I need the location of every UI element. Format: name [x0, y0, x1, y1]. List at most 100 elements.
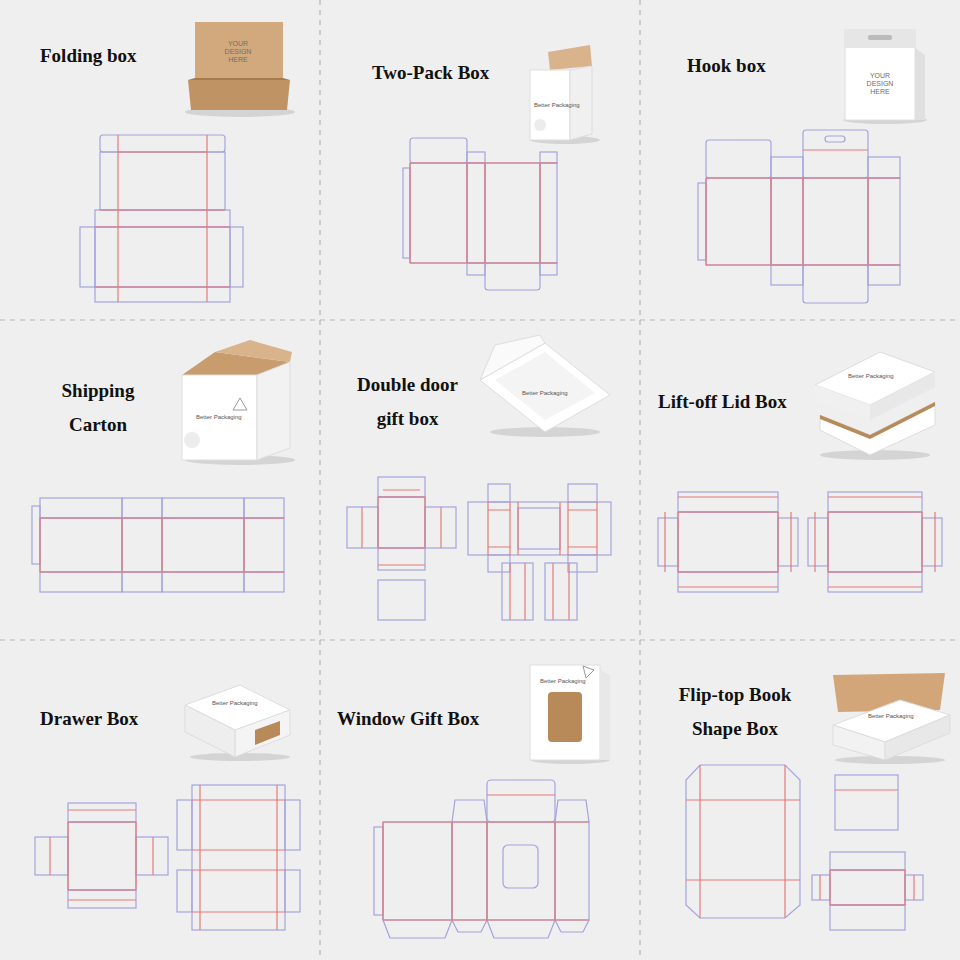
brand-mark: Better Packaging	[540, 678, 586, 685]
shipping-carton-dieline-part	[162, 498, 244, 518]
window-gift-box-dieline-part	[383, 795, 589, 920]
double-door-box-dieline-part	[488, 484, 510, 502]
double-door-box-dieline	[347, 477, 611, 620]
shipping-carton-dieline-part	[244, 498, 284, 518]
brand-mark: Better Packaging	[848, 373, 894, 380]
drawer-box-dieline-part	[177, 870, 192, 912]
flip-top-box-dieline-part	[686, 765, 800, 918]
two-pack-box-dieline-part	[540, 263, 557, 275]
shipping-carton-dieline	[32, 498, 284, 592]
hook-box-dieline-part	[706, 178, 771, 265]
box-mockup-part	[600, 670, 610, 760]
grid-divider-part	[0, 319, 960, 320]
drawer-box-dieline	[35, 785, 300, 930]
hook-box-dieline-part	[868, 265, 900, 285]
two-pack-box-dieline-part	[467, 163, 485, 263]
hook-box-dieline-part	[868, 157, 900, 178]
lift-off-lid-box-dieline-part	[658, 518, 678, 566]
box-mockup-part	[815, 385, 870, 420]
folding-box-dieline-part	[95, 227, 230, 287]
drawer-box-dieline-part	[68, 890, 136, 908]
grid-divider-part	[639, 0, 640, 960]
window-gift-box-dieline	[374, 780, 589, 938]
flip-top-box-dieline-part	[835, 775, 898, 830]
box-mockup-part	[530, 665, 600, 760]
hook-box-dieline-part	[868, 178, 900, 265]
box-mockup-part	[845, 30, 915, 48]
two-pack-box-dieline-part	[540, 152, 557, 163]
window-gift-box-dieline-part	[555, 822, 589, 920]
two-pack-box-dieline-part	[410, 163, 557, 263]
shipping-carton-dieline-part	[244, 518, 284, 572]
two-pack-box-dieline-part	[485, 163, 540, 263]
brand-mark: Better Packaging	[868, 713, 914, 720]
shipping-carton-dieline-part	[162, 572, 244, 592]
brand-mark: Better Packaging	[522, 390, 568, 397]
two-pack-box-dieline-part	[467, 263, 485, 275]
brand-mark: Better Packaging	[196, 414, 242, 421]
flip-top-box-dieline-part	[830, 905, 905, 930]
hook-box-dieline-part	[706, 140, 771, 178]
shipping-carton-dieline-part	[244, 572, 284, 592]
lift-off-lid-box-dieline-part	[808, 518, 828, 566]
lift-off-lid-box-dieline-part	[828, 572, 922, 592]
double-door-box-dieline-part	[502, 563, 533, 620]
shipping-carton-dieline-part	[40, 572, 122, 592]
folding-box-dieline-part	[100, 152, 225, 210]
double-door-box-dieline-part	[362, 490, 441, 565]
double-door-box-dieline-part	[568, 484, 597, 502]
hook-box-dieline-part	[803, 265, 868, 303]
box-mockup-part	[868, 35, 892, 40]
hook-box-dieline-part	[771, 265, 803, 285]
folding-box-dieline	[80, 135, 243, 302]
mockup-print: YOUR DESIGN HERE	[218, 40, 258, 64]
drawer-box-dieline-part	[192, 785, 285, 930]
flip-top-box-dieline-part	[686, 765, 800, 918]
box-type-title: Two-Pack Box	[372, 62, 489, 85]
box-mockup-part	[235, 710, 290, 757]
drawer-box-dieline-part	[285, 800, 300, 850]
box-mockup-part	[255, 721, 280, 745]
folding-box-dieline-part	[95, 287, 230, 302]
box-mockup-part	[182, 375, 257, 460]
brand-mark: Better Packaging	[534, 102, 580, 109]
window-gift-box-dieline-part	[487, 822, 555, 920]
lift-off-lid-box-dieline-part	[665, 497, 791, 587]
box-mockup-part	[184, 432, 200, 448]
box-type-title: Hook box	[687, 55, 766, 78]
lift-off-lid-box-dieline-part	[815, 497, 935, 587]
window-gift-box-dieline-part	[452, 822, 487, 920]
brand-mark: Better Packaging	[212, 700, 258, 707]
box-mockup-part	[845, 30, 915, 120]
shipping-carton-dieline-part	[162, 518, 244, 572]
folding-box-dieline-part	[95, 135, 230, 302]
box-mockup-part	[188, 78, 290, 80]
two-pack-box-dieline-part	[485, 263, 540, 290]
flip-top-box-dieline-part	[830, 870, 905, 905]
box-type-title: Shipping Carton	[48, 374, 148, 442]
shipping-carton-dieline-part	[32, 506, 40, 564]
shipping-carton-dieline-part	[40, 518, 122, 572]
shipping-carton-dieline-part	[40, 518, 284, 572]
hook-box-dieline	[698, 130, 900, 303]
double-door-box-dieline-part	[378, 580, 425, 620]
drawer-box-dieline-part	[192, 785, 285, 930]
lift-off-lid-box-dieline	[658, 492, 942, 592]
double-door-box-dieline-part	[378, 497, 425, 548]
hook-box-dieline-part	[803, 178, 868, 265]
flip-top-box-dieline	[686, 765, 923, 930]
box-type-title: Flip-top Book Shape Box	[655, 678, 815, 746]
box-type-title: Drawer Box	[40, 708, 138, 731]
box-mockup-part	[548, 45, 592, 70]
drawer-box-dieline-part	[136, 837, 168, 875]
box-mockup	[182, 22, 950, 764]
lift-off-lid-box-dieline-part	[922, 518, 942, 566]
two-pack-box-dieline-part	[410, 138, 467, 163]
lift-off-lid-box-dieline-part	[678, 512, 778, 572]
window-gift-box-dieline-part	[383, 920, 589, 938]
window-gift-box-dieline-part	[503, 845, 538, 888]
window-gift-box-dieline-part	[383, 822, 452, 920]
box-type-title: Window Gift Box	[337, 708, 479, 731]
